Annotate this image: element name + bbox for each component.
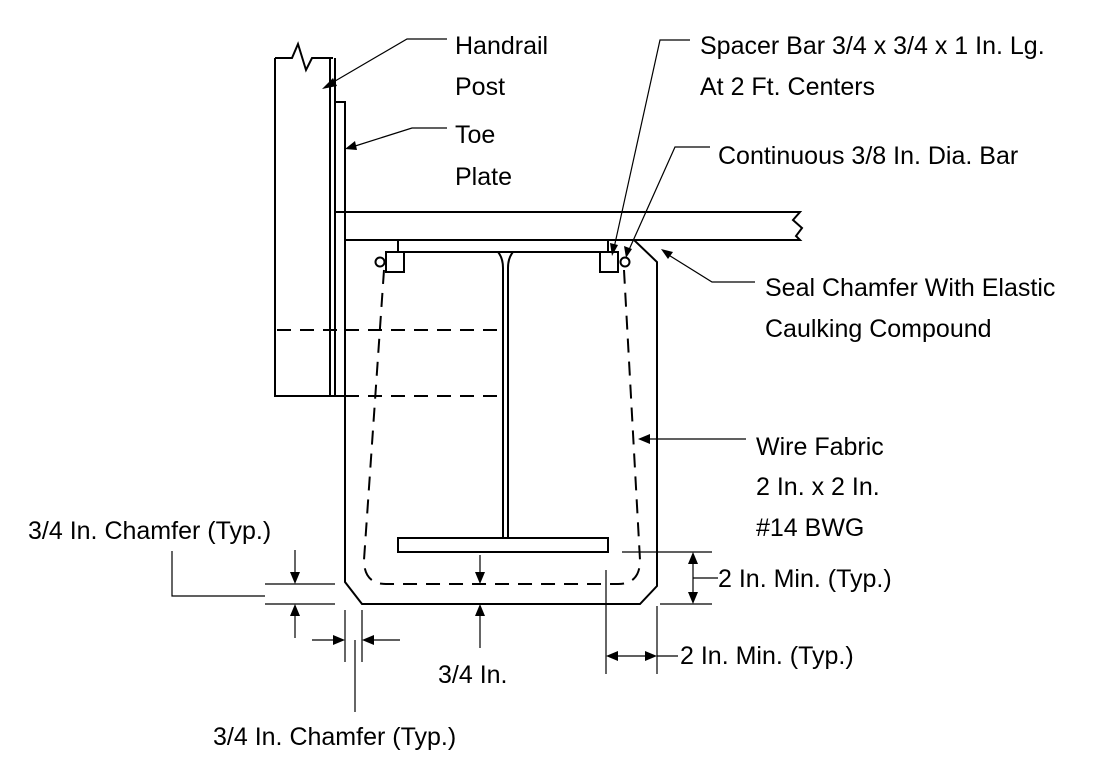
label-bottom-cover: 3/4 In. [438,661,508,689]
toe-plate [334,101,346,213]
label-chamfer-typ-upper: 3/4 In. Chamfer (Typ.) [28,517,271,545]
dimension-min-vertical [622,551,718,605]
spacer-bar-right [599,251,619,273]
label-toe-line2: Plate [455,163,512,191]
dimension-chamfer-vertical [171,550,335,638]
label-spacer-line1: Spacer Bar 3/4 x 3/4 x 1 In. Lg. [700,32,1045,60]
label-min-horizontal: 2 In. Min. (Typ.) [680,642,854,670]
wire-fabric [362,269,642,585]
leader-toe-plate [345,127,447,150]
label-handrail-line1: Handrail [455,32,548,60]
label-seal-line2: Caulking Compound [765,315,992,343]
steel-i-beam [397,239,609,553]
leader-wire-fabric [638,434,746,444]
label-chamfer-typ-lower: 3/4 In. Chamfer (Typ.) [213,723,456,751]
handrail-post [274,41,345,397]
label-toe-line1: Toe [455,121,495,149]
label-wire-line2: 2 In. x 2 In. [756,473,880,501]
continuous-bar-right [619,256,631,268]
deck-plate [344,211,804,241]
label-min-vertical: 2 In. Min. (Typ.) [718,565,892,593]
continuous-bar-left [374,256,386,268]
leader-continuous-bar [624,146,710,258]
leader-seal-chamfer [661,249,755,283]
label-spacer-line2: At 2 Ft. Centers [700,73,875,101]
label-continuous-bar: Continuous 3/8 In. Dia. Bar [718,142,1018,170]
dimension-chamfer-horizontal [312,610,400,712]
label-wire-line1: Wire Fabric [756,433,884,461]
leader-spacer-bar [610,39,690,256]
spacer-bar-left [385,251,405,273]
label-wire-line3: #14 BWG [756,514,864,542]
leader-handrail [322,38,447,89]
dimension-min-horizontal [605,570,678,674]
dimension-bottom-cover [475,555,485,648]
concrete-encasement [344,239,658,605]
label-seal-line1: Seal Chamfer With Elastic [765,274,1055,302]
label-handrail-line2: Post [455,73,505,101]
